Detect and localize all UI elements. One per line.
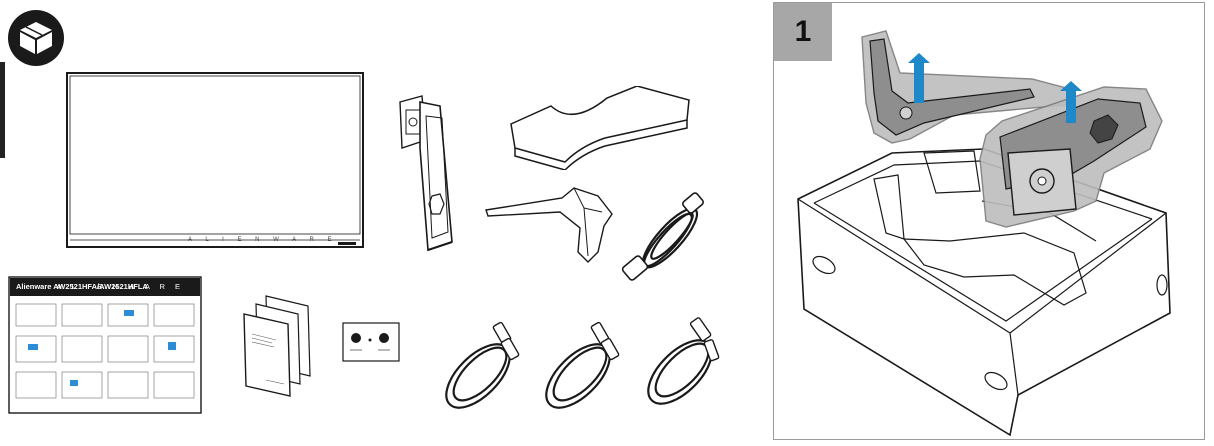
quick-start-guide-header: Alienware AW2521HFA/AW2521HFLA A L I E N…: [10, 278, 200, 296]
label-card-illustration: [342, 322, 400, 367]
monitor-illustration: A L I E N W A R E: [66, 72, 366, 250]
monitor-brand-label: A L I E N W A R E: [188, 237, 338, 243]
page-edge-mark: [0, 62, 5, 158]
quick-start-guide-brand: A L I E N W A R E: [56, 282, 184, 291]
foam-packing-illustration: [505, 85, 693, 175]
package-box-icon: [6, 8, 66, 68]
cable-1-illustration: [434, 320, 526, 429]
stand-base-illustration: [480, 182, 620, 269]
open-box-illustration: [797, 30, 1171, 437]
documents-illustration: [236, 292, 320, 407]
step-panel: 1: [773, 2, 1205, 440]
step-number-badge: 1: [774, 3, 832, 61]
cable-2-illustration: [534, 320, 626, 429]
quick-start-guide-model-title: Alienware AW2521HFA/AW2521HFLA: [16, 282, 148, 291]
cable-3-illustration: [636, 316, 728, 425]
quick-start-guide-illustration: [8, 276, 202, 414]
power-cable-illustration: [618, 190, 714, 295]
stand-riser-illustration: [392, 92, 458, 259]
